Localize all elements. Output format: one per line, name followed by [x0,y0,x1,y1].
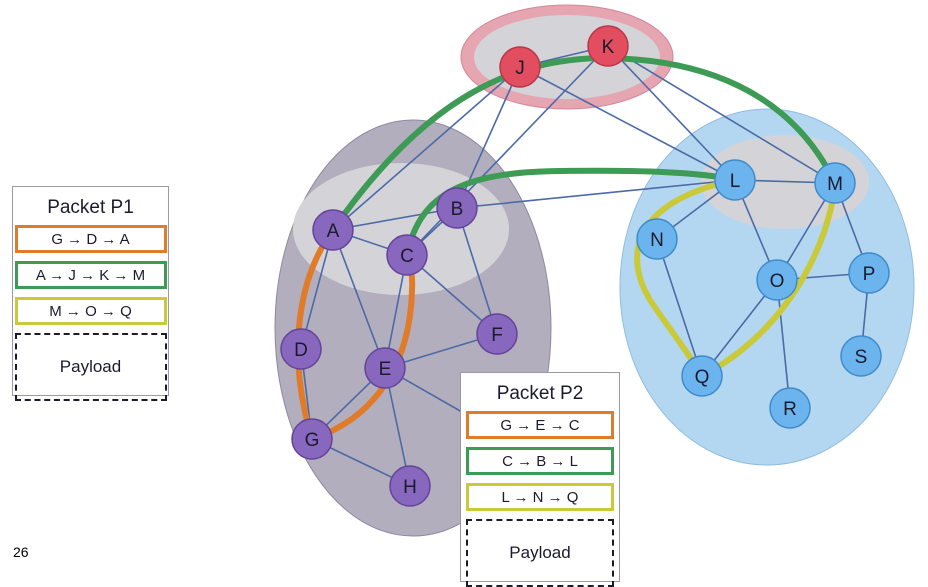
node-d: D [280,328,322,370]
node-q-label: Q [695,367,710,388]
node-s-label: S [855,347,868,368]
node-m-label: M [827,174,843,195]
route-orange-p1 [295,227,336,442]
nodes: J K A B C D E F G H L M N O P Q R S [280,25,890,507]
node-j-label: J [515,58,525,79]
node-k-label: K [602,37,615,58]
node-c: C [386,234,428,276]
node-q: Q [681,355,723,397]
packet-p2-route-1: G → E → C [466,411,614,439]
node-o: O [756,259,798,301]
node-o-label: O [770,271,785,292]
packet-p2-box: Packet P2 G → E → C C → B → L L → N → Q … [460,372,620,587]
node-r: R [769,387,811,429]
node-f-label: F [491,325,503,346]
node-p: P [848,252,890,294]
slide-number: 26 [13,544,29,560]
node-b-label: B [451,199,464,220]
node-a-label: A [327,221,340,242]
node-n: N [636,218,678,260]
node-f: F [476,313,518,355]
node-m: M [814,162,856,204]
packet-p2-title: Packet P2 [496,383,584,404]
node-g: G [291,418,333,460]
node-l: L [714,159,756,201]
packet-p2-payload: Payload [466,519,614,587]
node-a: A [312,209,354,251]
node-h-label: H [403,477,417,498]
node-k: K [587,25,629,67]
route-yellow-p2 [634,177,738,379]
route-yellow-p1 [699,180,838,379]
node-r-label: R [783,399,797,420]
node-h: H [389,465,431,507]
node-b: B [436,187,478,229]
node-d-label: D [294,340,308,361]
node-l-label: L [730,171,741,192]
packet-p1-payload: Payload [14,333,167,401]
packet-p1-route-3: M → O → Q [14,297,167,325]
node-g-label: G [305,430,320,451]
node-p-label: P [863,264,876,285]
node-j: J [499,46,541,88]
packet-p1-title: Packet P1 [47,197,134,218]
packet-p2-route-2: C → B → L [466,447,614,475]
node-e: E [364,347,406,389]
packet-p2-route-3: L → N → Q [466,483,614,511]
packet-p1-route-2: A → J → K → M [14,261,167,289]
node-s: S [840,335,882,377]
node-e-label: E [379,359,392,380]
node-c-label: C [400,246,414,267]
packet-p1-route-1: G → D → A [14,225,167,253]
route-green-p2 [404,167,738,258]
node-n-label: N [650,230,664,251]
packet-p1-box: Packet P1 G → D → A A → J → K → M M → O … [12,186,169,401]
